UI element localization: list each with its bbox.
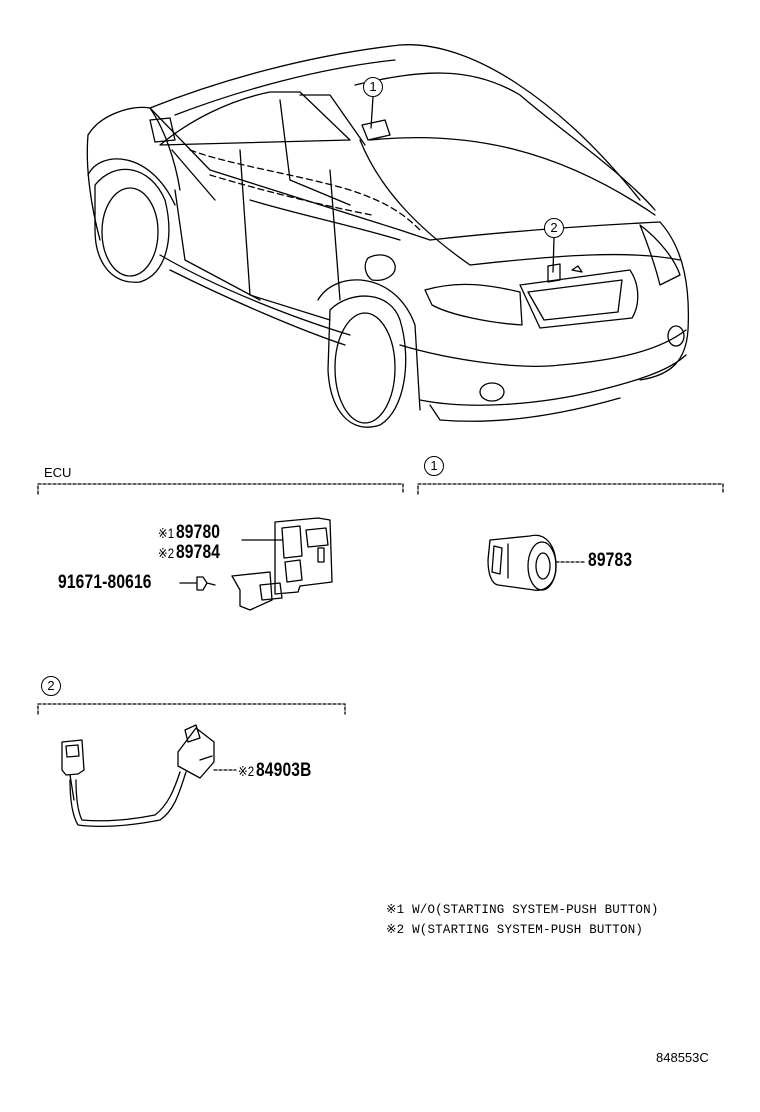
note-1: ※1 W/O(STARTING SYSTEM-PUSH BUTTON) xyxy=(386,901,659,917)
part-label-91671-80616: 91671-80616 xyxy=(58,572,152,594)
car-callout-1: 1 xyxy=(363,77,383,97)
note-mark: ※2 xyxy=(238,763,255,779)
car-callout-2: 2 xyxy=(544,218,564,238)
ecu-section-title: ECU xyxy=(44,465,72,480)
sensor-89783-part xyxy=(487,534,587,591)
note-text: W(STARTING SYSTEM-PUSH BUTTON) xyxy=(412,923,644,937)
note-text: W/O(STARTING SYSTEM-PUSH BUTTON) xyxy=(412,903,659,917)
section-callout-2: 2 xyxy=(41,676,61,696)
part-number: 89780 xyxy=(175,522,221,543)
part-number: 89783 xyxy=(588,550,633,571)
section-brackets xyxy=(37,483,724,715)
part-label-84903b: ※284903B xyxy=(238,760,312,782)
car-illustration xyxy=(86,44,690,428)
part-number: 84903B xyxy=(255,760,312,781)
diagram-id: 848553C xyxy=(656,1050,709,1065)
part-number: 89784 xyxy=(175,542,221,563)
note-mark: ※2 xyxy=(158,545,175,561)
part-label-89780: ※189780 xyxy=(158,522,220,544)
part-label-89783: 89783 xyxy=(588,550,632,572)
section-callout-1: 1 xyxy=(424,456,444,476)
ecu-part xyxy=(179,517,333,611)
note-mark: ※1 xyxy=(158,525,175,541)
part-number: 91671-80616 xyxy=(58,572,152,593)
note-2: ※2 W(STARTING SYSTEM-PUSH BUTTON) xyxy=(386,921,643,937)
note-mark: ※2 xyxy=(386,923,405,937)
part-label-89784: ※289784 xyxy=(158,542,220,564)
switch-84903b-part xyxy=(61,724,237,828)
note-mark: ※1 xyxy=(386,903,405,917)
